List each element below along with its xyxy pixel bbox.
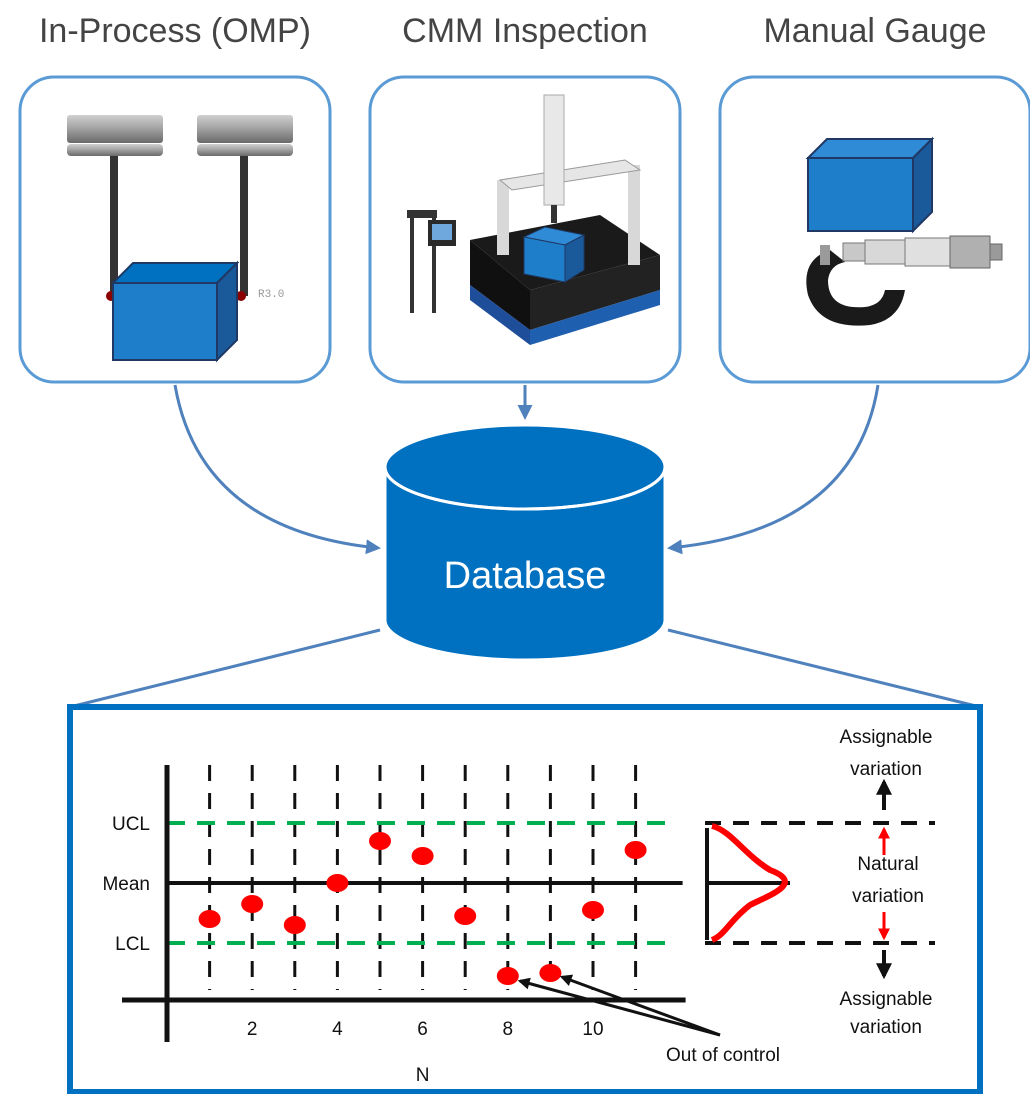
micrometer-icon	[806, 235, 1003, 326]
probe-icon	[67, 115, 293, 301]
data-point	[326, 874, 349, 892]
natural-line2: variation	[852, 886, 924, 907]
workpiece-cube-icon	[110, 260, 240, 363]
cmm-panel	[368, 75, 682, 384]
out-of-control-label: Out of control	[666, 1045, 780, 1066]
normal-distribution-curve	[710, 823, 788, 943]
x-tick-label: 2	[247, 1019, 258, 1040]
source-title-omp: In-Process (OMP)	[39, 12, 311, 50]
assignable-top-line2: variation	[850, 759, 922, 780]
data-point	[582, 901, 604, 919]
data-point	[496, 967, 519, 985]
assignable-top-line1: Assignable	[840, 727, 933, 748]
y-label-lcl: LCL	[115, 934, 150, 955]
variation-annotations: Assignable variation Natural variation A…	[517, 727, 935, 1066]
x-tick-label: 10	[582, 1019, 603, 1040]
x-tick-label: 6	[417, 1019, 428, 1040]
database-cylinder	[383, 423, 667, 662]
data-point	[539, 964, 562, 982]
zoom-line-left	[69, 628, 381, 709]
data-point	[369, 832, 391, 850]
assignable-bottom-line2: variation	[850, 1017, 922, 1038]
data-point	[241, 895, 264, 913]
source-title-cmm: CMM Inspection	[402, 12, 648, 50]
data-point	[198, 910, 221, 928]
data-point	[283, 916, 306, 934]
probe-tip-label: R3.0	[258, 289, 284, 301]
arrow-manual-to-database	[667, 384, 880, 555]
control-chart-frame	[67, 704, 983, 1094]
natural-line1: Natural	[857, 854, 918, 875]
y-label-ucl: UCL	[112, 814, 150, 835]
assignable-bottom-line1: Assignable	[840, 989, 933, 1010]
data-point	[624, 841, 647, 859]
x-axis-title: N	[416, 1065, 430, 1086]
x-tick-label: 8	[503, 1019, 514, 1040]
data-point	[454, 907, 477, 925]
workpiece-cube-icon	[522, 226, 586, 283]
out-of-control-arrow-2	[559, 974, 721, 1037]
out-of-control-arrow-1	[517, 977, 721, 1037]
manual-panel	[718, 75, 1030, 384]
cmm-machine-icon	[407, 94, 660, 345]
database-label: Database	[444, 555, 607, 597]
omp-panel: R3.0	[18, 75, 332, 384]
x-tick-label: 4	[332, 1019, 343, 1040]
data-point	[411, 847, 434, 865]
arrow-omp-to-database	[173, 384, 381, 555]
workpiece-cube-icon	[805, 136, 935, 234]
zoom-line-right	[667, 628, 981, 709]
source-title-manual: Manual Gauge	[763, 12, 986, 50]
y-label-mean: Mean	[102, 874, 150, 895]
